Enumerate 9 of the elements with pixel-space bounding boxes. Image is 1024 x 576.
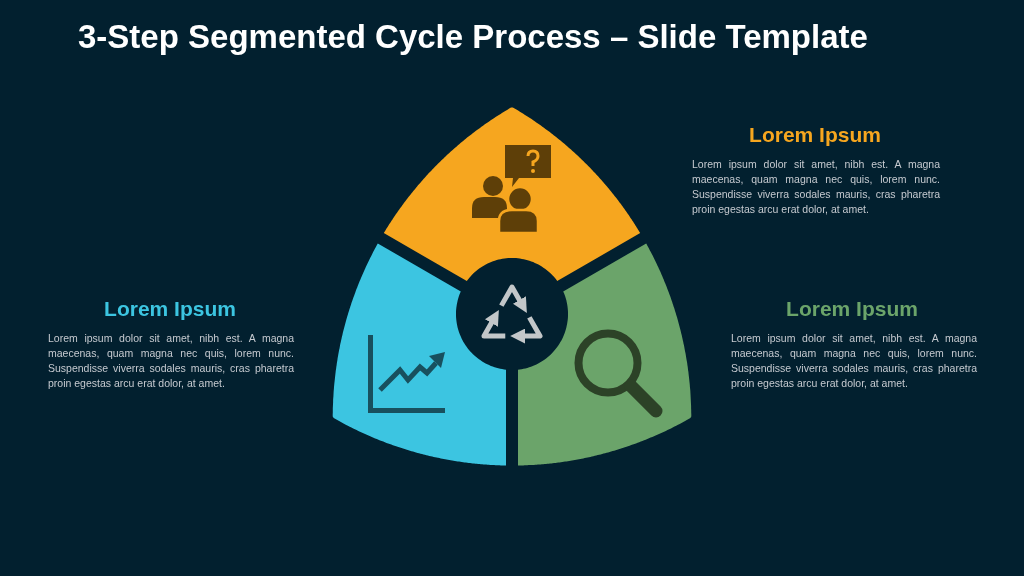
cycle-segment [332, 243, 506, 466]
step-description: Lorem ipsum dolor sit amet, nibh est. A magna maecenas, quam magna nec quis, lorem nunc. Suspendisse viverra sodales mauris, cras pharetra proin egestas arcu erat dolor, at amet. [692, 157, 940, 217]
step-description: Lorem ipsum dolor sit amet, nibh est. A magna maecenas, quam magna nec quis, lorem nunc. Suspendisse viverra sodales mauris, cras pharetra proin egestas arcu erat dolor, at amet. [731, 331, 977, 391]
cycle-segment [518, 243, 692, 466]
slide-title: 3-Step Segmented Cycle Process – Slide Template [78, 17, 868, 57]
step-heading: Lorem Ipsum [749, 122, 881, 148]
step-description: Lorem ipsum dolor sit amet, nibh est. A magna maecenas, quam magna nec quis, lorem nunc. Suspendisse viverra sodales mauris, cras pharetra proin egestas arcu erat dolor, at amet. [48, 331, 294, 391]
step-heading: Lorem Ipsum [104, 296, 236, 322]
step-heading: Lorem Ipsum [786, 296, 918, 322]
